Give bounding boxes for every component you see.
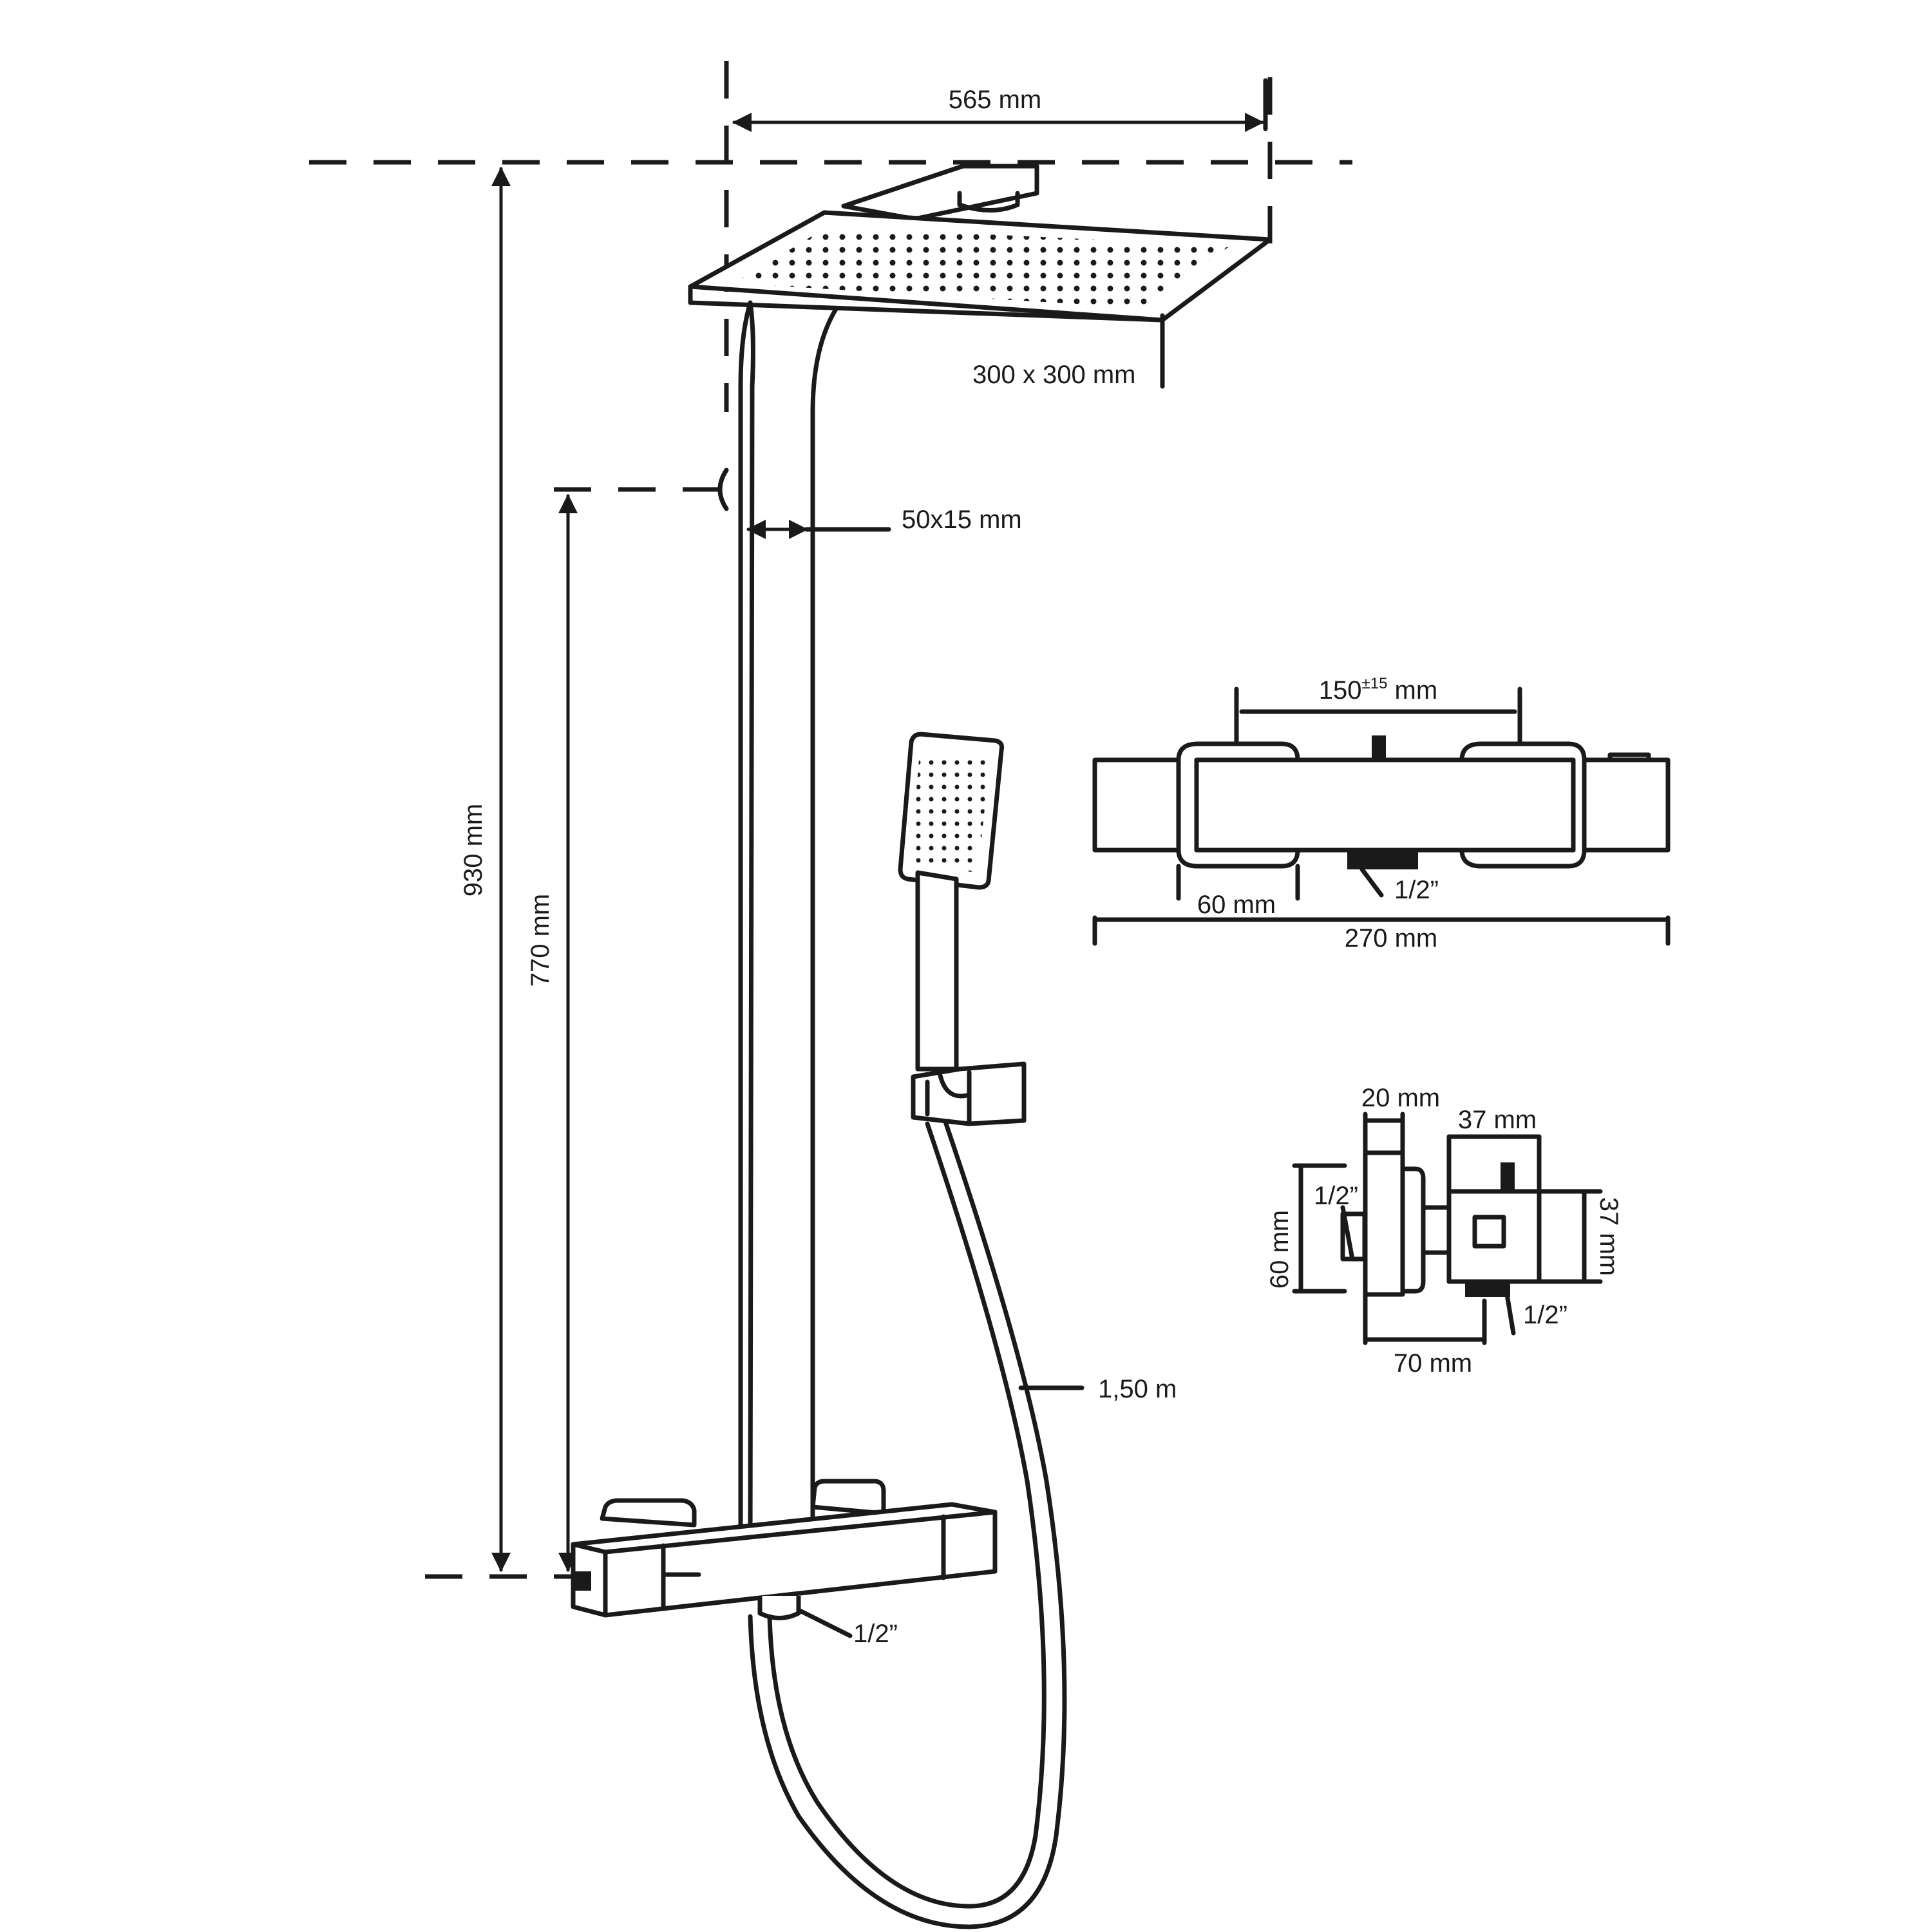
dimension-bar-height: 770 mm [526, 494, 578, 1572]
label-total-height: 930 mm [459, 804, 488, 897]
label-inlet-main: 1/2” [853, 1620, 898, 1648]
label-bar-section: 50x15 mm [902, 506, 1022, 534]
label-mixer-width: 270 mm [1345, 924, 1438, 952]
label-side-inlet-left: 1/2” [1314, 1182, 1358, 1210]
label-hose-length: 1,50 m [1098, 1375, 1177, 1403]
dimension-total-height: 930 mm [459, 167, 511, 1572]
label-mixer-inlet: 1/2” [1394, 876, 1439, 904]
dimension-total-width: 565 mm [732, 78, 1268, 132]
thermostatic-mixer-front: 1/2” [571, 1479, 998, 1648]
label-mixer-spacing: 150±15 mm [1319, 675, 1437, 705]
label-side-inlet-bottom: 1/2” [1523, 1301, 1567, 1329]
label-bar-height: 770 mm [526, 894, 554, 987]
mixer-top-view: 150±15 mm 1/2” 60 mm 270 mm [1092, 675, 1671, 952]
overhead-shower-head: 300 x 300 mm [688, 164, 1273, 389]
reference-lines [309, 61, 1352, 1579]
label-side-height: 60 mm [1265, 1210, 1294, 1289]
label-total-width: 565 mm [949, 86, 1042, 114]
label-side-square-right: 37 mm [1595, 1197, 1623, 1276]
label-side-width: 70 mm [1394, 1349, 1472, 1378]
label-side-depth: 20 mm [1361, 1084, 1440, 1112]
label-mixer-handle-width: 60 mm [1197, 891, 1276, 919]
mixer-side-view: 20 mm 37 mm 60 mm 1/2” 37 mm 1 [1265, 1084, 1623, 1378]
hand-shower: 1,50 m [748, 732, 1177, 1929]
label-side-square-top: 37 mm [1458, 1106, 1537, 1134]
label-head-size: 300 x 300 mm [972, 361, 1135, 389]
shower-riser-bar: 50x15 mm [717, 300, 1022, 1545]
